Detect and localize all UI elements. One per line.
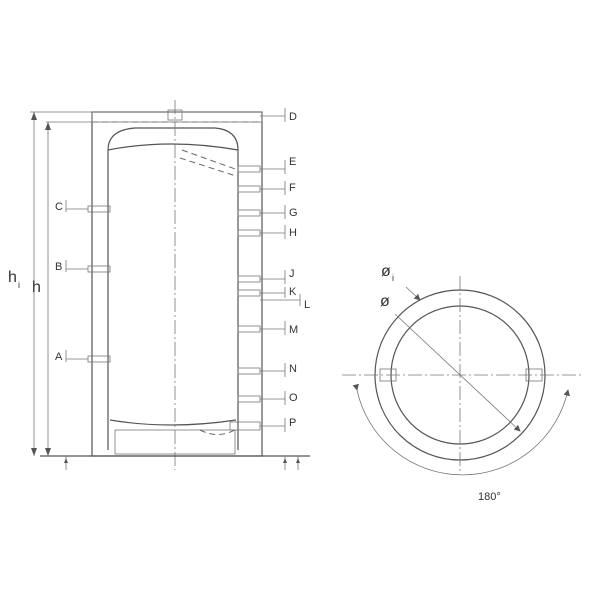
label-c: C — [55, 201, 63, 213]
label-height-outer: h — [32, 279, 41, 296]
inner-diameter-line — [394, 313, 521, 432]
label-dia-outer: ø — [380, 293, 390, 310]
label-j: J — [289, 268, 295, 280]
label-p: P — [289, 417, 296, 429]
insulation-jacket — [91, 111, 263, 457]
label-height-inner-sub: i — [18, 280, 20, 290]
label-l: L — [304, 299, 310, 311]
outer-diameter-line — [405, 286, 421, 301]
label-h: H — [289, 227, 297, 239]
tank-body — [107, 127, 239, 450]
label-b: B — [55, 261, 62, 273]
label-o: O — [289, 392, 298, 404]
label-k: K — [289, 286, 297, 298]
connector-c — [87, 205, 111, 213]
connector-b — [87, 265, 111, 273]
label-g: G — [289, 207, 298, 219]
label-dia-inner-sub: i — [392, 273, 394, 283]
label-dia-inner: ø — [381, 263, 391, 280]
label-angle: 180° — [478, 491, 501, 503]
label-height-inner: h — [8, 269, 17, 286]
label-d: D — [289, 111, 297, 123]
label-n: N — [289, 363, 297, 375]
label-m: M — [289, 324, 298, 336]
right-connectors — [229, 108, 301, 432]
connector-a — [87, 355, 111, 363]
label-f: F — [289, 182, 296, 194]
label-a: A — [55, 351, 63, 363]
angle-arc — [352, 383, 570, 476]
top-view: ø i ø 180° — [342, 263, 582, 503]
label-e: E — [289, 156, 296, 168]
side-view: C B A D E F G H J K L M N O P h i h — [8, 100, 310, 470]
